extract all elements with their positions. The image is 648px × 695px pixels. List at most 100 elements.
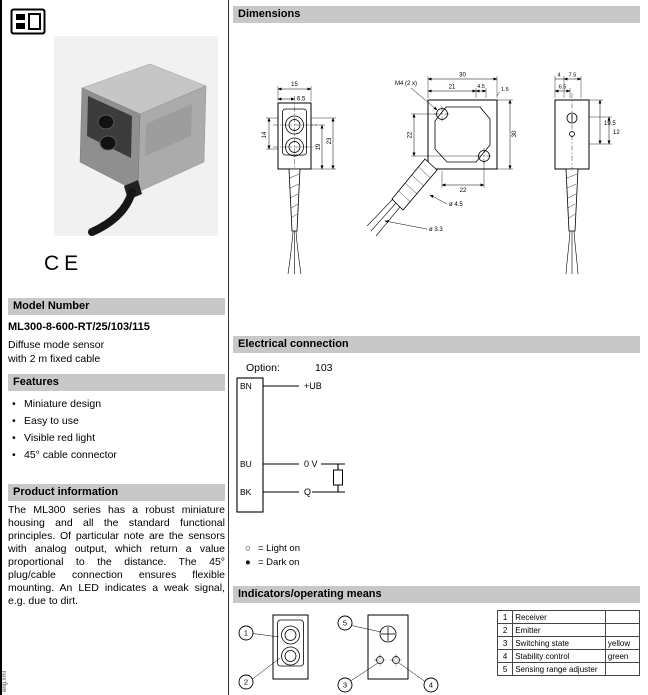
indicator-front-view [272, 614, 309, 680]
right-column: Dimensions 15 6.5 14 [233, 6, 641, 695]
legend-light-on: ○ = Light on [245, 542, 300, 555]
ce-mark: CE [44, 252, 84, 275]
feature-item: • Easy to use [12, 413, 222, 430]
indicators-drawing: 1 2 5 3 4 [238, 614, 439, 693]
callout-number: 4 [429, 681, 433, 690]
indicator-num: 1 [496, 610, 514, 624]
product-photo [54, 36, 218, 236]
bullet-icon: • [12, 415, 16, 427]
bullet-icon: • [12, 398, 16, 410]
dim-label: 4 [557, 73, 560, 79]
indicator-num: 5 [496, 662, 514, 676]
features-list: • Miniature design • Easy to use • Visible … [12, 396, 222, 464]
page-left-edge [0, 0, 2, 695]
electrical-header: Electrical connection [233, 336, 640, 353]
indicator-color: yellow [604, 636, 641, 650]
brand-logo [10, 8, 46, 35]
indicator-num: 2 [496, 623, 514, 637]
legend-dark-on: ● = Dark on [245, 556, 299, 569]
dim-label: 7.5 [569, 73, 577, 79]
callout-number: 5 [343, 619, 347, 628]
features-header: Features [8, 374, 225, 391]
wire-label: 0 V [304, 459, 318, 469]
dim-view-profile: 4 7.5 6.5 19.5 12 [554, 73, 620, 275]
feature-item: • Visible red light [12, 430, 222, 447]
left-column: CE Model Number ML300-8-600-RT/25/103/11… [8, 6, 225, 695]
indicator-color [604, 610, 641, 624]
dim-label: 4.5 [477, 84, 485, 90]
dim-view-front: 15 6.5 14 19 23 [262, 82, 336, 275]
dark-on-icon: ● [245, 557, 251, 568]
dim-label: 19 [316, 143, 322, 150]
callout-2: 2 [238, 657, 281, 690]
option-value: 103 [315, 362, 333, 374]
callout-number: 2 [244, 678, 248, 687]
dimensions-drawing: 15 6.5 14 19 23 [262, 73, 620, 275]
dim-label: 6.5 [559, 85, 567, 91]
dim-label: 30 [512, 130, 518, 137]
table-row: 4 Stability control green [496, 649, 641, 663]
dimensions-header: Dimensions [233, 6, 640, 23]
feature-label: Easy to use [24, 415, 79, 427]
wire-abbr: BK [240, 487, 252, 497]
feature-item: •45° cable connector [12, 447, 222, 464]
dim-label: 1.5 [501, 87, 509, 93]
dim-label: ø 4.5 [449, 202, 463, 208]
callout-5: 5 [337, 615, 382, 633]
table-row: 2 Emitter [496, 623, 641, 637]
dim-label: M4 (2 x) [395, 81, 417, 87]
model-desc-line2: with 2 m fixed cable [8, 353, 101, 365]
dim-label: 12 [613, 130, 620, 136]
callout-number: 1 [244, 629, 248, 638]
wiring-diagram: BN BU BK +UB 0 V Q [236, 377, 345, 513]
indicator-color [604, 662, 641, 676]
wire-abbr: BU [240, 459, 252, 469]
table-row: 3 Switching state yellow [496, 636, 641, 650]
table-row: 5 Sensing range adjuster [496, 662, 641, 676]
dim-label: ø 3.3 [429, 227, 443, 233]
dim-label: 22 [460, 188, 467, 194]
indicator-color: green [604, 649, 641, 663]
indicator-table-wrap: 1 Receiver 2 Emitter 3 Switching state y… [496, 610, 641, 676]
dim-label: 15 [291, 82, 298, 88]
feature-label: Miniature design [24, 398, 102, 410]
feature-item: • Miniature design [12, 396, 222, 413]
light-on-icon: ○ [245, 543, 251, 554]
indicator-num: 4 [496, 649, 514, 663]
bullet-icon: • [12, 432, 16, 444]
indicator-color [604, 623, 641, 637]
feature-label: 45° cable connector [24, 449, 117, 461]
product-info-header: Product information [8, 484, 225, 501]
model-number-header: Model Number [8, 298, 225, 315]
indicators-header: Indicators/operating means [233, 586, 640, 603]
indicator-num: 3 [496, 636, 514, 650]
callout-3: 3 [337, 662, 379, 693]
dim-label: 6.5 [297, 97, 306, 103]
indicator-label: Receiver [512, 610, 606, 624]
indicator-label: Switching state [512, 636, 606, 650]
model-desc-line1: Diffuse mode sensor [8, 339, 105, 351]
model-number: ML300-8-600-RT/25/103/115 [8, 321, 150, 333]
wire-label: Q [304, 487, 311, 497]
side-filename: eng.xml [2, 670, 8, 692]
callout-4: 4 [398, 662, 439, 693]
option-row: Option: 103 [246, 358, 333, 376]
wire-abbr: BN [240, 381, 252, 391]
dim-view-side: 30 21 4.5 1.5 M4 (2 x) 22 22 30 ø 4.5 [366, 73, 518, 237]
indicator-label: Emitter [512, 623, 606, 637]
indicator-label: Stability control [512, 649, 606, 663]
option-label: Option: [246, 362, 280, 374]
column-divider [228, 0, 229, 695]
legend-text: = Dark on [258, 557, 300, 568]
callout-number: 3 [343, 681, 347, 690]
table-row: 1 Receiver [496, 610, 641, 624]
legend-text: = Light on [258, 543, 300, 554]
feature-label: Visible red light [24, 432, 96, 444]
wire-label: +UB [304, 381, 322, 391]
indicator-table: 1 Receiver 2 Emitter 3 Switching state y… [496, 610, 641, 676]
callout-1: 1 [238, 625, 280, 641]
indicator-rear-view [367, 614, 409, 680]
product-info-text: The ML300 series has a robust miniature … [8, 504, 225, 607]
dim-label: 21 [449, 85, 456, 91]
load-resistor [333, 469, 343, 486]
